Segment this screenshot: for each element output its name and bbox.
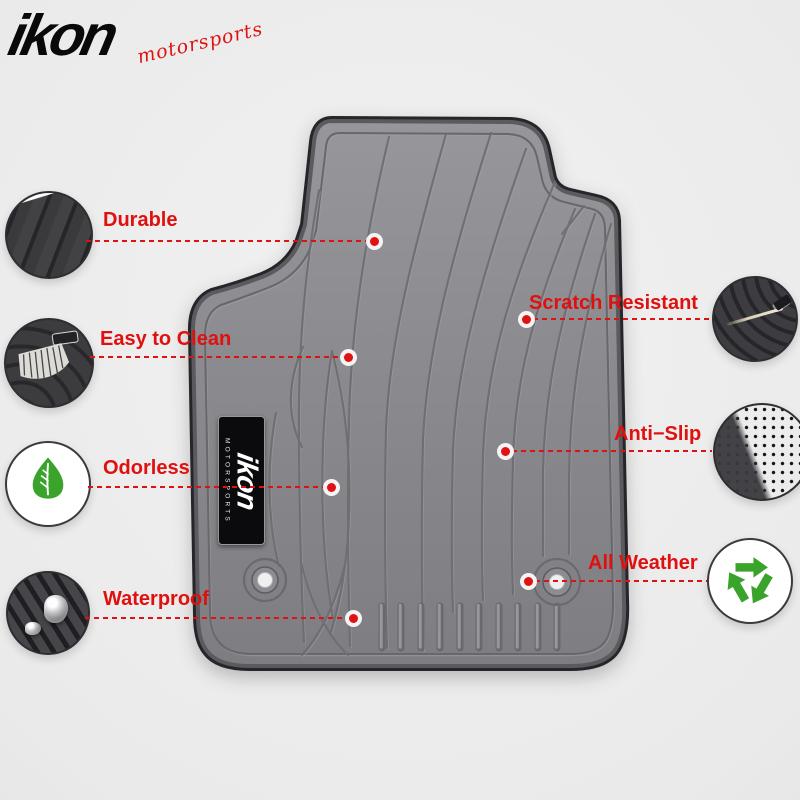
leader-line-odorless	[88, 486, 325, 488]
scratch-mark	[726, 307, 784, 326]
brand-logo-text: ikon	[3, 3, 121, 68]
brand-logo-tagline: motorsports	[135, 17, 266, 69]
feature-label-waterproof: Waterproof	[103, 588, 209, 610]
green-leaf-graphic	[32, 457, 64, 499]
leaf-icon	[5, 441, 91, 527]
durable-texture-icon	[5, 191, 93, 279]
left-grommet	[242, 557, 288, 603]
marker-dot-easy-to-clean	[340, 349, 357, 366]
leader-line-anti-slip	[512, 450, 712, 452]
marker-dot-waterproof	[345, 610, 362, 627]
recycle-arrows-graphic	[727, 557, 773, 604]
anti-slip-texture-icon	[713, 403, 800, 501]
recycle-icon	[707, 538, 793, 624]
feature-label-all-weather: All Weather	[588, 552, 698, 574]
cleaning-brush-graphic	[18, 330, 79, 379]
marker-dot-odorless	[323, 479, 340, 496]
mat-brand-badge: ikon MOTORSPORTS	[218, 416, 265, 545]
feature-label-anti-slip: Anti−Slip	[614, 423, 702, 445]
leader-line-durable	[86, 240, 368, 242]
leader-line-scratch-resistant	[533, 318, 710, 320]
water-droplets-icon	[6, 571, 90, 655]
badge-logo-text: ikon	[230, 449, 262, 512]
leader-line-easy-to-clean	[90, 356, 342, 358]
feature-label-odorless: Odorless	[103, 457, 190, 479]
marker-dot-durable	[366, 233, 383, 250]
water-drop-small	[25, 622, 41, 635]
brand-logo: ikon motorsports	[3, 3, 265, 86]
feature-label-durable: Durable	[103, 209, 178, 231]
feature-label-easy-to-clean: Easy to Clean	[100, 328, 232, 350]
water-drop-large	[44, 595, 68, 623]
leader-line-all-weather	[535, 580, 707, 582]
scratch-test-icon	[712, 276, 798, 362]
feature-label-scratch-resistant: Scratch Resistant	[529, 292, 698, 314]
right-grommet	[533, 558, 581, 606]
brush-icon	[4, 318, 94, 408]
marker-dot-anti-slip	[497, 443, 514, 460]
marker-dot-scratch-resistant	[518, 311, 535, 328]
badge-sub-text: MOTORSPORTS	[223, 437, 230, 524]
leader-line-waterproof	[85, 617, 347, 619]
marker-dot-all-weather	[520, 573, 537, 590]
